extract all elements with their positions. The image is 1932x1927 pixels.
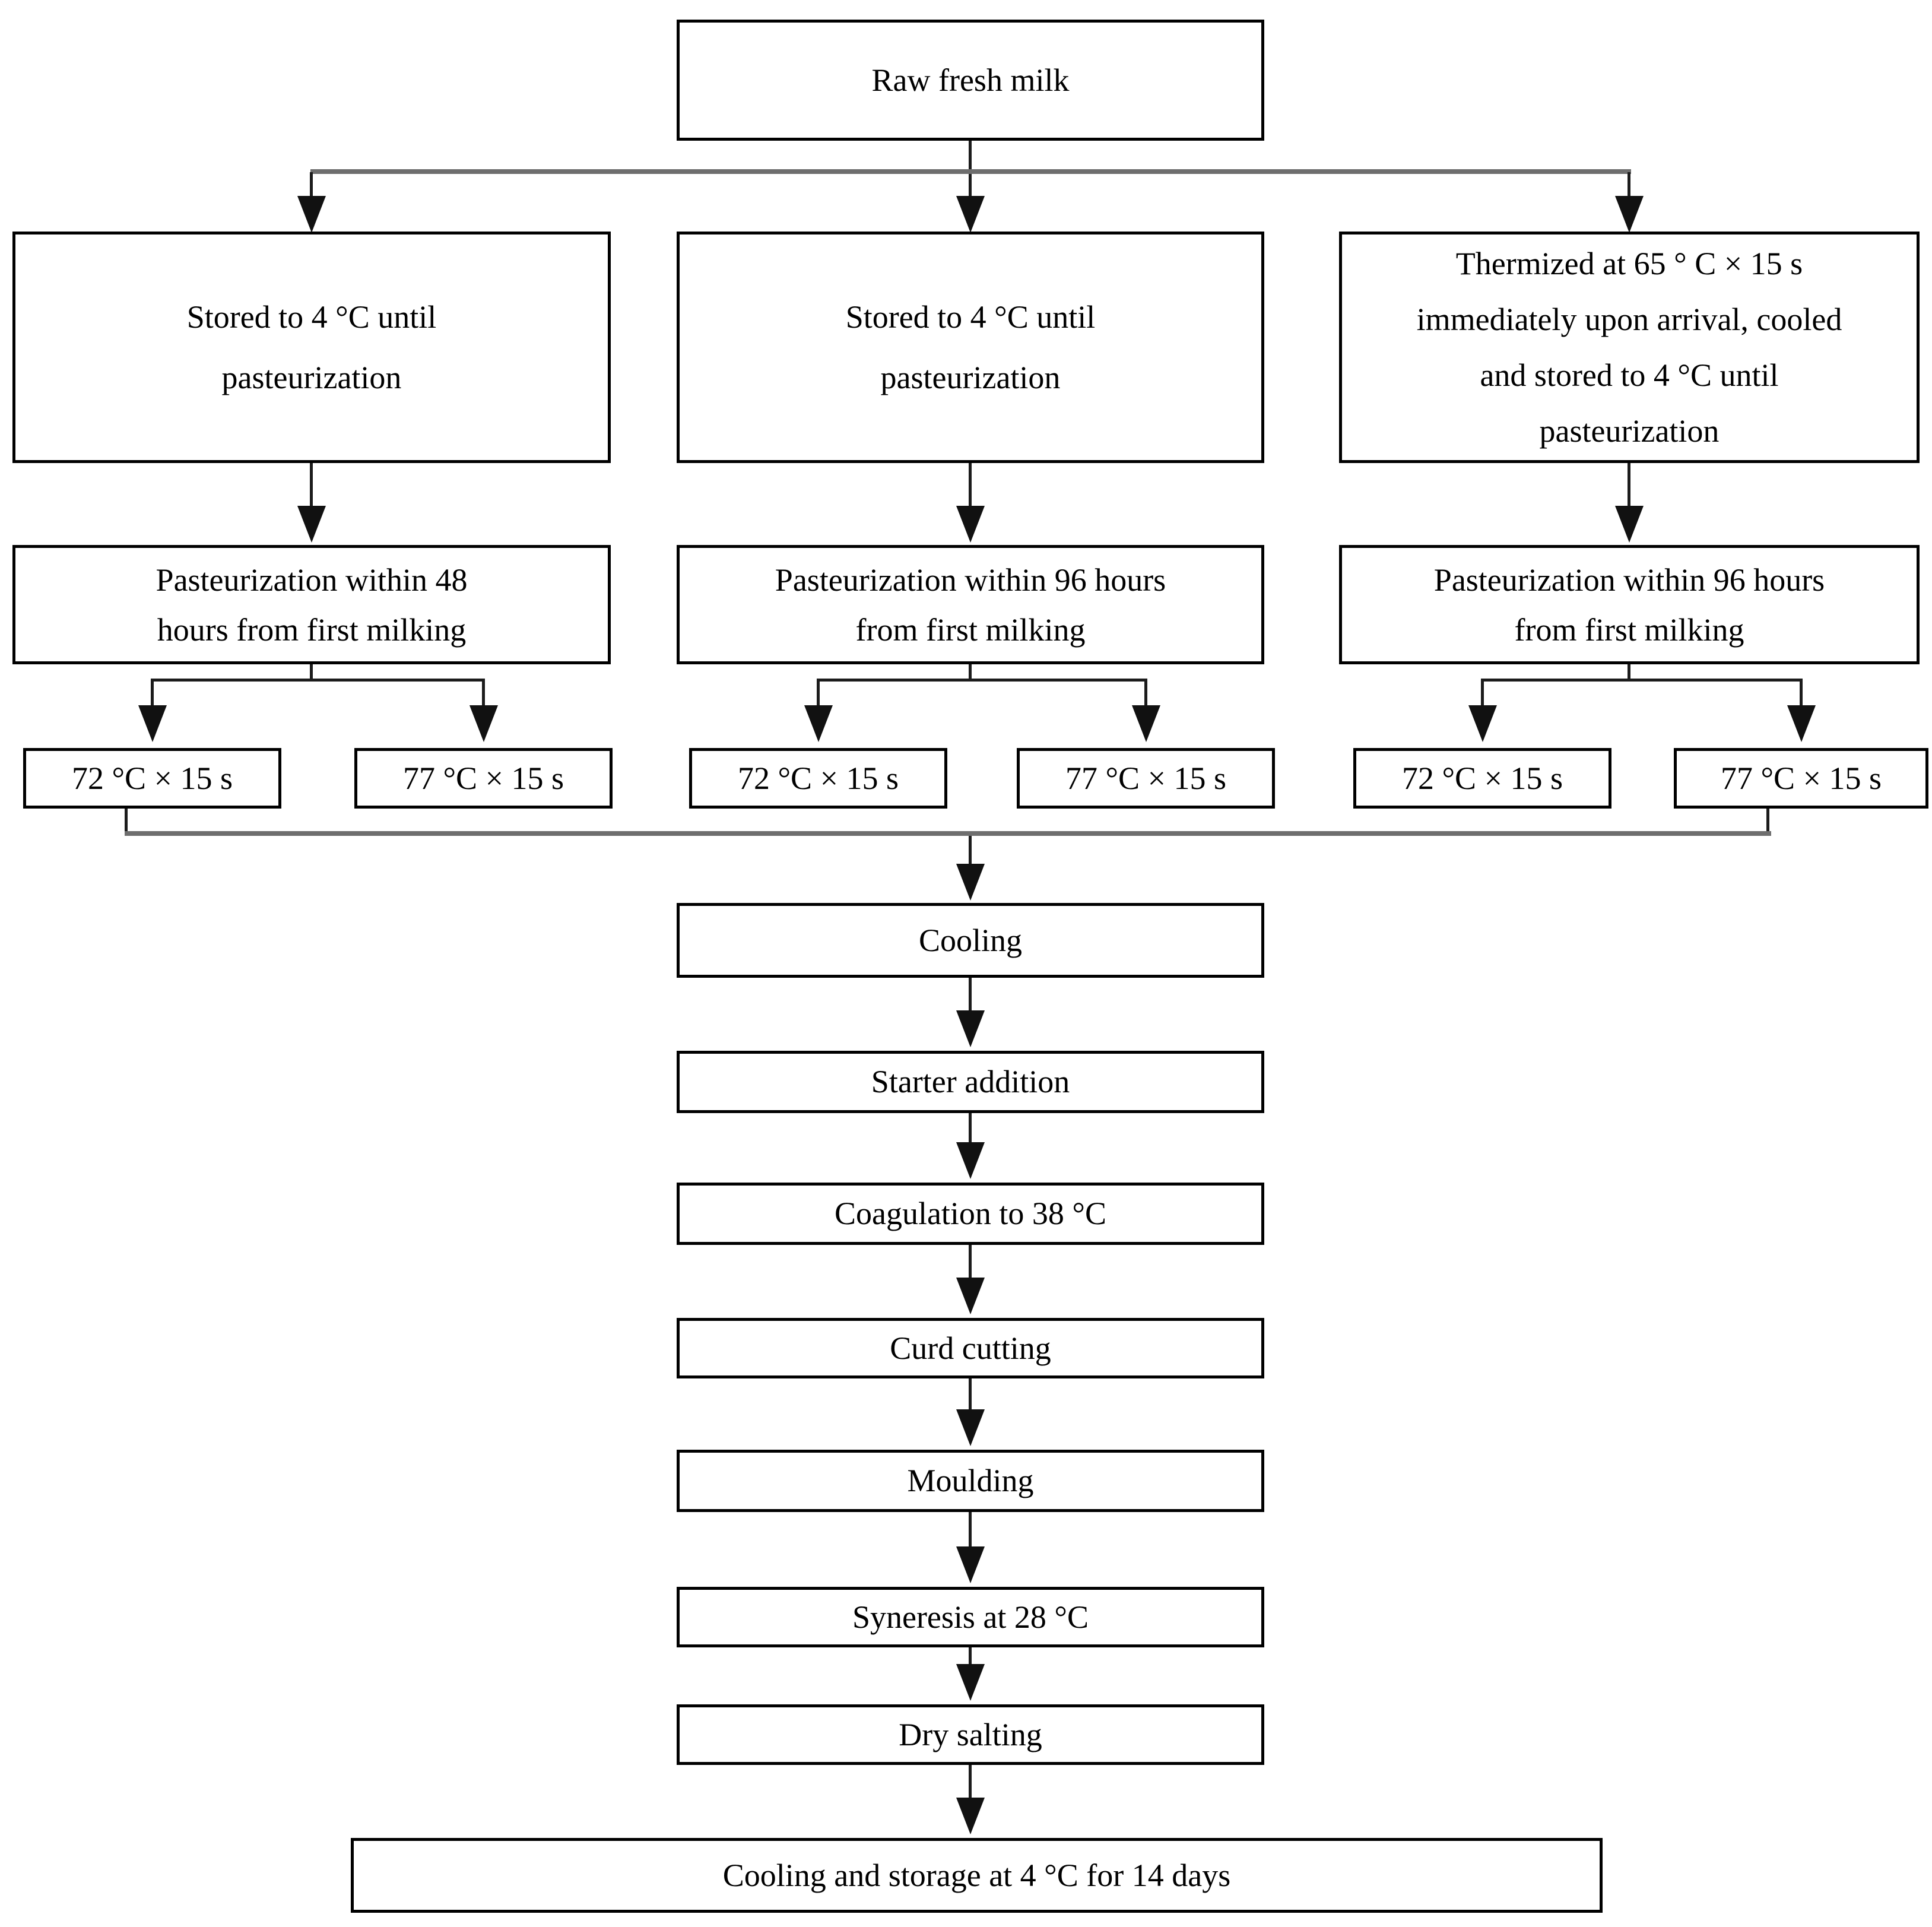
arrowhead-down-icon [804,705,833,742]
connector-line [969,1113,972,1146]
arrowhead-down-icon [469,705,498,742]
arrowhead-down-icon [956,1409,985,1446]
arrowhead-down-icon [956,1142,985,1179]
connector-line [817,680,820,709]
connector-line [817,679,1147,682]
node-thermized-65c: Thermized at 65 ° C × 15 s immediately u… [1339,232,1920,463]
arrowhead-down-icon [1468,705,1497,742]
node-77c-15s-right: 77 °C × 15 s [1674,748,1928,809]
node-pasteurization-96h-right: Pasteurization within 96 hours from firs… [1339,545,1920,664]
connector-line [969,463,972,508]
connector-line [1144,680,1147,709]
arrowhead-down-icon [1615,506,1644,543]
arrowhead-down-icon [956,196,985,233]
node-stored-until-pasteurization-left: Stored to 4 °C until pasteurization [12,232,611,463]
arrowhead-down-icon [1615,196,1644,233]
connector-line [969,1647,972,1668]
arrowhead-down-icon [956,1664,985,1701]
arrowhead-down-icon [956,506,985,543]
node-72c-15s-left: 72 °C × 15 s [23,748,281,809]
arrowhead-down-icon [956,864,985,901]
arrowhead-down-icon [956,1010,985,1047]
connector-line [1628,664,1630,682]
connector-line [969,1378,972,1413]
connector-line [1800,680,1803,709]
connector-line [1481,679,1803,682]
arrowhead-down-icon [956,1798,985,1834]
node-pasteurization-48h: Pasteurization within 48 hours from firs… [12,545,611,664]
connector-line [969,1512,972,1550]
connector-line [310,169,1631,174]
node-coagulation-38c: Coagulation to 38 °C [677,1183,1264,1245]
node-curd-cutting: Curd cutting [677,1318,1264,1378]
node-raw-fresh-milk: Raw fresh milk [677,20,1264,141]
node-syneresis-28c: Syneresis at 28 °C [677,1587,1264,1647]
connector-line [969,1245,972,1281]
connector-line [310,172,313,199]
node-72c-15s-right: 72 °C × 15 s [1353,748,1611,809]
arrowhead-down-icon [1787,705,1816,742]
connector-line [969,664,972,682]
connector-line [969,836,972,867]
arrowhead-down-icon [956,1546,985,1583]
node-77c-15s-mid: 77 °C × 15 s [1017,748,1275,809]
node-stored-until-pasteurization-mid: Stored to 4 °C until pasteurization [677,232,1264,463]
connector-line [151,679,485,682]
connector-line [969,1765,972,1801]
node-72c-15s-mid: 72 °C × 15 s [689,748,947,809]
node-dry-salting: Dry salting [677,1704,1264,1765]
node-77c-15s-left: 77 °C × 15 s [354,748,613,809]
arrowhead-down-icon [297,196,326,233]
connector-line [1481,680,1484,709]
connector-line [310,463,313,508]
connector-line [1766,809,1769,833]
connector-line [125,809,128,833]
connector-line [482,680,485,709]
node-cooling-and-storage: Cooling and storage at 4 °C for 14 days [351,1838,1603,1913]
connector-line [1628,172,1630,199]
arrowhead-down-icon [956,1278,985,1314]
node-cooling: Cooling [677,903,1264,978]
node-moulding: Moulding [677,1450,1264,1512]
connector-line [969,978,972,1014]
node-starter-addition: Starter addition [677,1051,1264,1113]
arrowhead-down-icon [297,506,326,543]
arrowhead-down-icon [1132,705,1160,742]
connector-line [125,831,1771,836]
connector-line [151,680,154,709]
connector-line [310,664,313,682]
node-pasteurization-96h-mid: Pasteurization within 96 hours from firs… [677,545,1264,664]
arrowhead-down-icon [138,705,167,742]
connector-line [1628,463,1630,508]
